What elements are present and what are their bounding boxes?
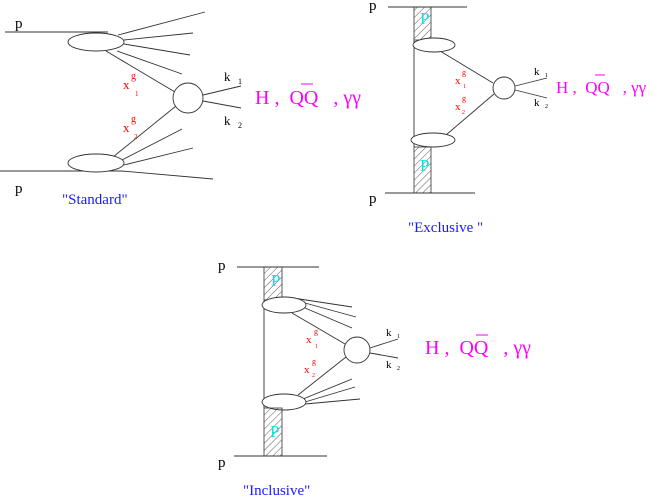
x2-label: x	[304, 364, 310, 376]
remnant-line	[304, 302, 357, 318]
x1-label: x	[123, 77, 130, 92]
gluon-line-1	[291, 312, 346, 345]
hard-process-vertex	[343, 336, 371, 364]
x1-subscript: 1	[463, 84, 466, 90]
gluon-line-2	[445, 93, 495, 136]
x2-superscript: g	[131, 114, 136, 125]
x2-subscript: 2	[312, 373, 315, 379]
outgoing-k2-line	[369, 352, 399, 359]
gluon-line-2	[112, 105, 177, 158]
exclusive-diagram: p p P P x g 1 x g 2 k 1 k 2 H , QQ , γγ …	[369, 0, 647, 236]
x1-superscript: g	[131, 71, 136, 82]
remnant-line	[302, 378, 353, 400]
remnant-line	[123, 32, 194, 41]
hard-process-vertex	[172, 82, 204, 114]
k1-subscript: 1	[545, 73, 548, 79]
inclusive-diagram: p p P P x g 1 x g 2 k 1 k 2 H , QQ , γγ …	[218, 258, 531, 499]
remnant-line	[121, 170, 214, 180]
outgoing-k1-line	[369, 338, 399, 349]
x2-label: x	[123, 120, 130, 135]
proton-blob-bottom	[261, 393, 307, 411]
x1-label: x	[455, 75, 461, 87]
outgoing-k1-line	[514, 77, 548, 87]
remnant-line	[304, 307, 353, 329]
proton-label-bottom: p	[218, 455, 226, 471]
proton-label-top: p	[369, 0, 377, 14]
caption-standard: "Standard"	[62, 192, 128, 208]
x1-superscript: g	[314, 327, 318, 336]
caption-exclusive: "Exclusive "	[408, 220, 483, 236]
hard-process-vertex	[492, 76, 516, 100]
pomeron-label-bottom: P	[270, 422, 279, 441]
gluon-line-1	[439, 50, 494, 84]
outgoing-k2-line	[514, 89, 548, 99]
k1-subscript: 1	[397, 334, 400, 340]
x2-subscript: 2	[134, 133, 138, 141]
final-state-label: H , QQ , γγ	[425, 337, 531, 359]
x2-subscript: 2	[462, 110, 465, 116]
x1-subscript: 1	[135, 90, 139, 98]
final-state-label: H , QQ , γγ	[556, 78, 647, 97]
outgoing-k2-line	[202, 100, 242, 109]
pomeron-label-top: P	[420, 9, 429, 28]
pomeron-label-top: P	[271, 271, 280, 290]
remnant-line	[121, 128, 183, 161]
x1-label: x	[306, 334, 312, 346]
proton-blob-top	[412, 37, 456, 53]
x2-superscript: g	[312, 357, 316, 366]
final-state-label: H , QQ , γγ	[255, 87, 361, 109]
k1-label: k	[534, 66, 540, 78]
k2-subscript: 2	[397, 366, 400, 372]
remnant-line	[123, 147, 194, 166]
remnant-line	[304, 398, 361, 405]
proton-blob-top	[261, 296, 307, 314]
standard-diagram: p p x g 1 x g 2 k 1 k 2 H , QQ , γγ "Sta…	[0, 11, 361, 208]
k2-label: k	[224, 113, 231, 128]
k2-label: k	[534, 97, 540, 109]
gluon-line-2	[297, 356, 347, 396]
k2-label: k	[386, 359, 392, 371]
pomeron-label-bottom: P	[420, 156, 429, 175]
gluon-line-1	[105, 50, 176, 93]
remnant-line	[116, 50, 183, 75]
remnant-line	[292, 297, 353, 308]
proton-label-bottom: p	[369, 191, 377, 207]
k1-subscript: 1	[238, 77, 242, 86]
caption-inclusive: "Inclusive"	[243, 483, 310, 499]
k2-subscript: 2	[238, 121, 242, 130]
x1-superscript: g	[462, 68, 466, 77]
x1-subscript: 1	[315, 344, 318, 350]
remnant-line	[117, 11, 206, 36]
proton-blob-top	[67, 32, 125, 52]
proton-label-bottom: p	[15, 181, 23, 197]
proton-label-top: p	[218, 258, 226, 274]
proton-blob-bottom	[410, 132, 456, 148]
outgoing-k1-line	[202, 85, 242, 96]
k2-subscript: 2	[545, 104, 548, 110]
remnant-line	[123, 43, 191, 56]
k1-label: k	[224, 69, 231, 84]
proton-label-top: p	[15, 16, 23, 32]
proton-blob-bottom	[67, 153, 125, 173]
x2-label: x	[455, 101, 461, 113]
k1-label: k	[386, 327, 392, 339]
remnant-line	[304, 386, 356, 403]
x2-superscript: g	[462, 94, 466, 103]
